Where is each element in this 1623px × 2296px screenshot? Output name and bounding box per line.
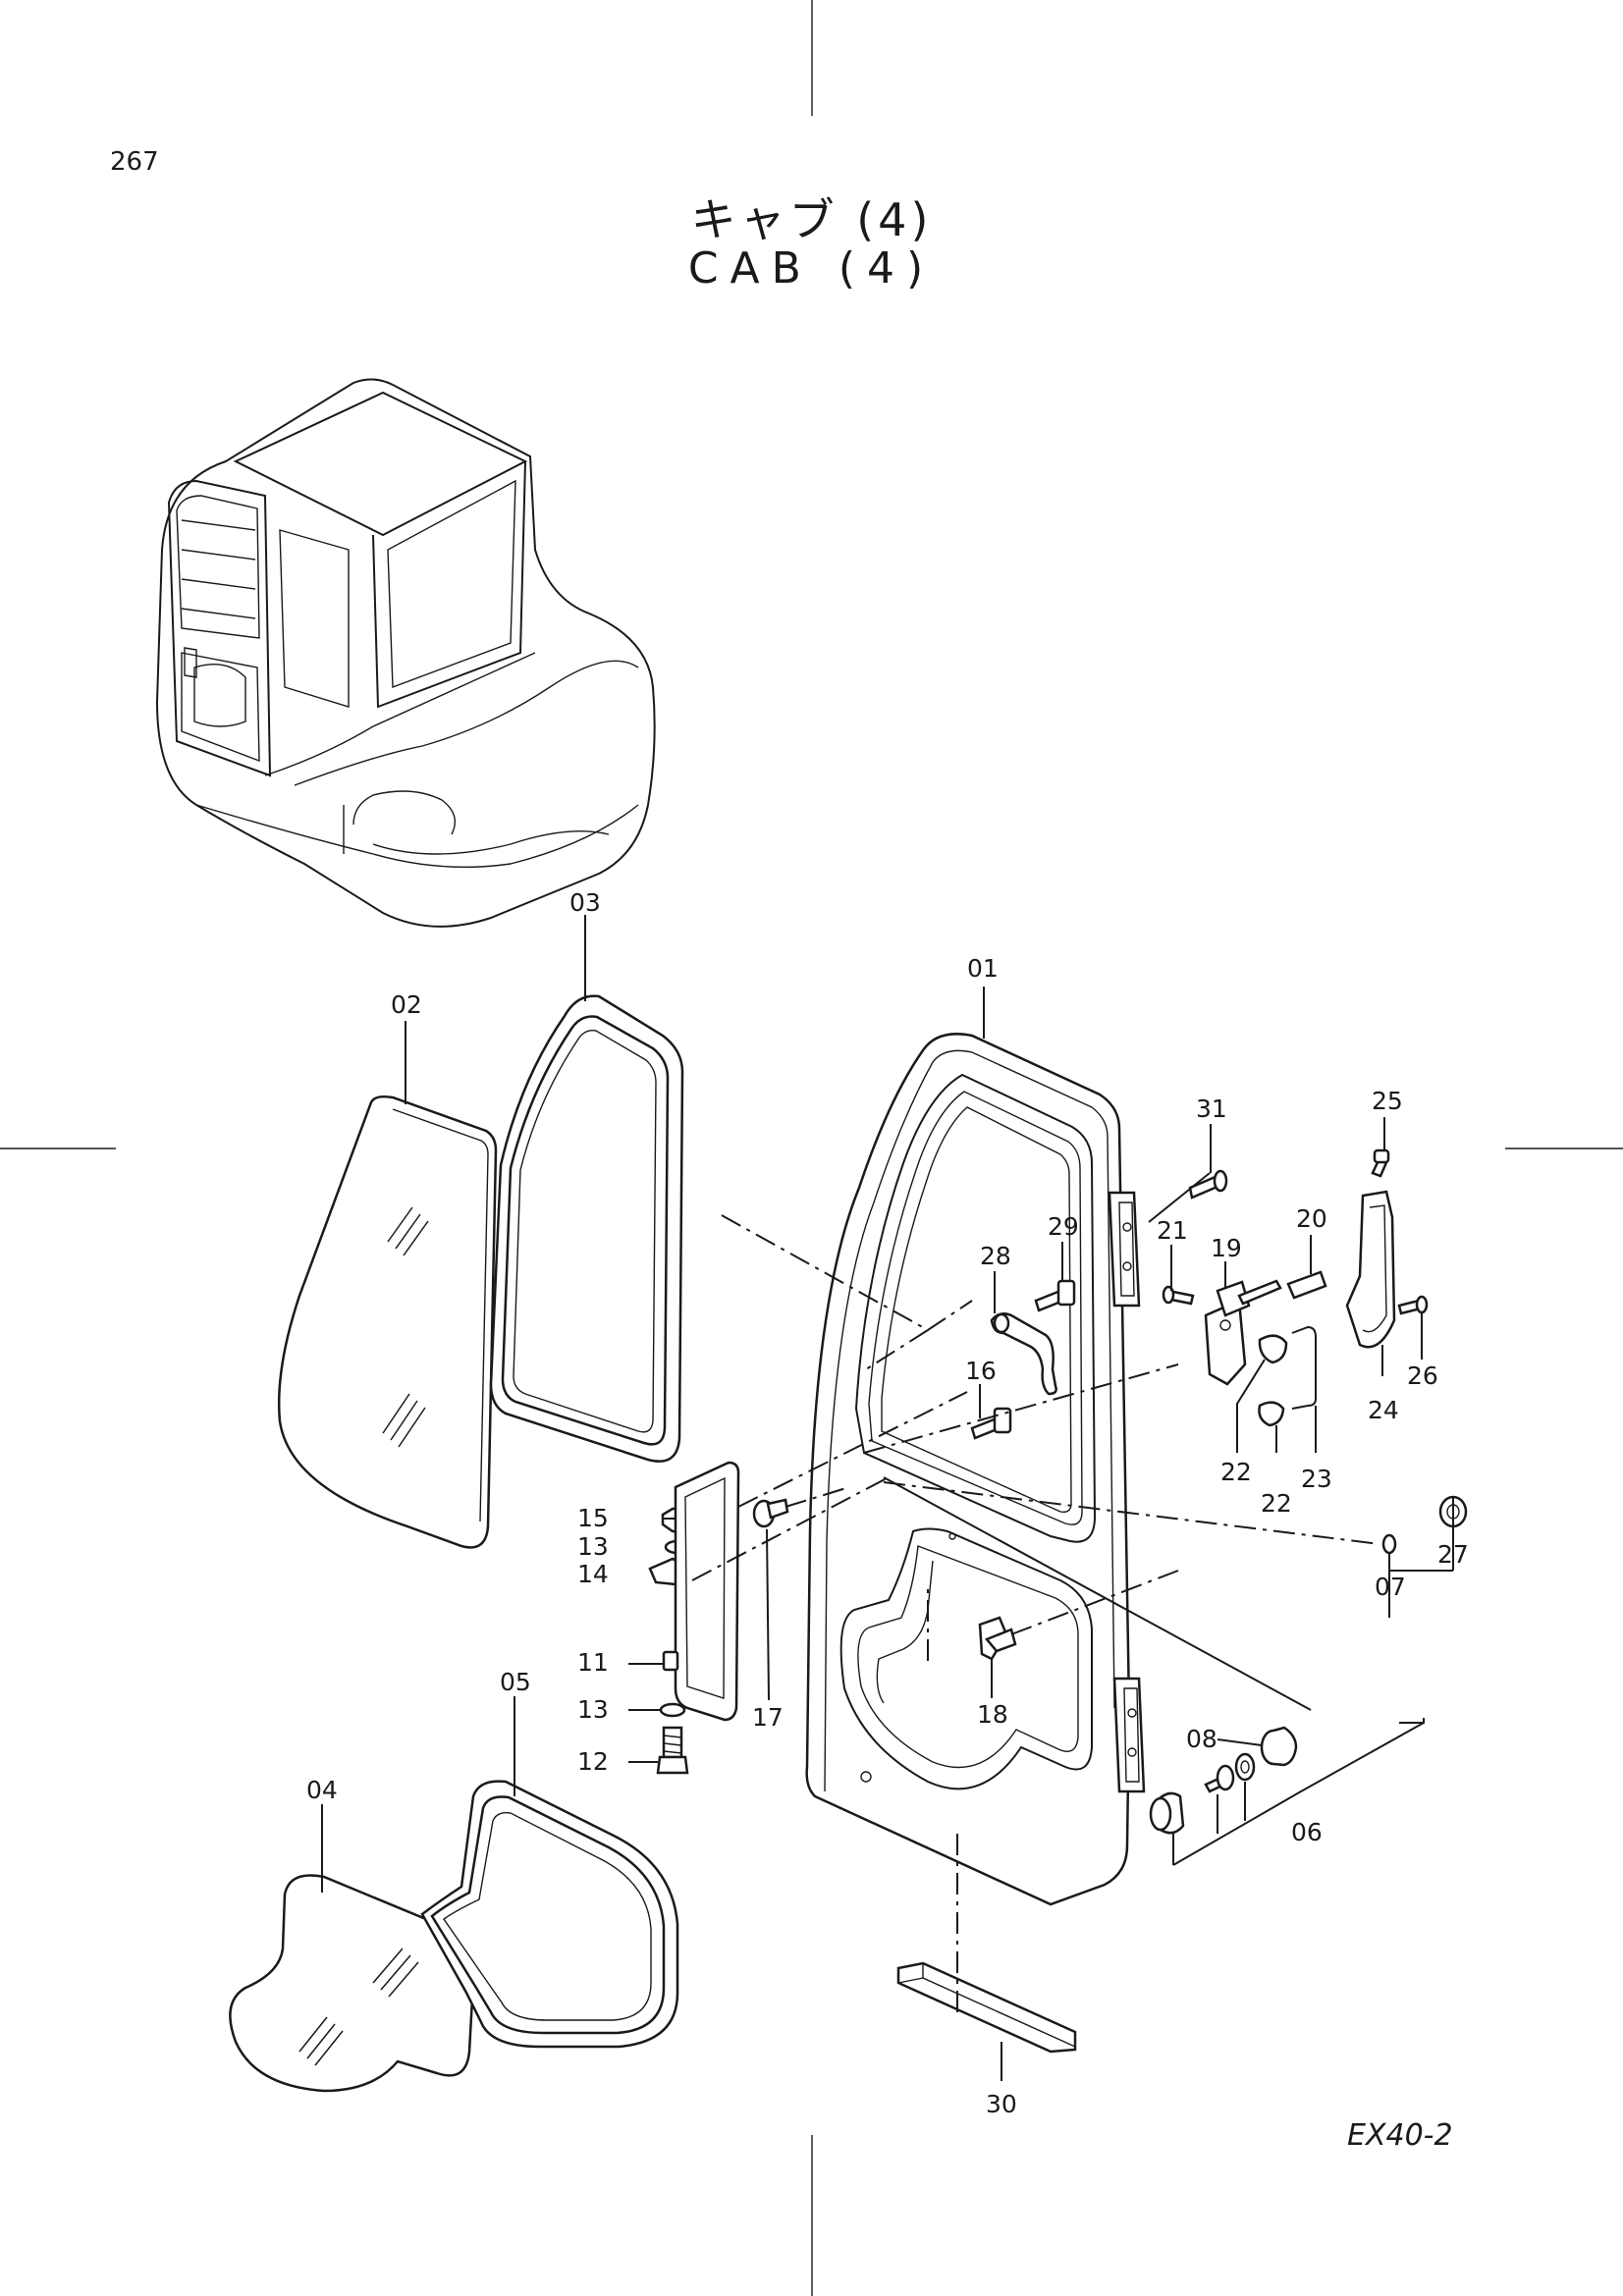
door-frame-part-01	[805, 1033, 1146, 1906]
callout-28: 28	[980, 1242, 1011, 1270]
callout-19: 19	[1211, 1234, 1242, 1262]
callout-27: 27	[1437, 1540, 1469, 1569]
door-small-parts	[648, 1148, 1468, 2054]
callout-29: 29	[1048, 1212, 1079, 1241]
title-japanese: キャブ (4)	[690, 193, 933, 246]
callout-03: 03	[569, 888, 601, 917]
callout-15: 15	[577, 1504, 609, 1532]
callout-23: 23	[1301, 1465, 1332, 1493]
lower-seal-part-05	[420, 1780, 679, 2049]
callout-12: 12	[577, 1747, 609, 1776]
callout-04: 04	[306, 1776, 338, 1804]
assembly-lines	[691, 1214, 1380, 2012]
callout-13-upper: 13	[577, 1532, 609, 1561]
glass-seal-part-03	[489, 994, 684, 1463]
callout-22-right: 22	[1261, 1489, 1292, 1518]
excavator-locator-view	[155, 378, 656, 928]
callout-30: 30	[986, 2090, 1017, 2118]
callout-14: 14	[577, 1560, 609, 1588]
callout-08: 08	[1186, 1725, 1217, 1753]
callout-17: 17	[752, 1703, 784, 1732]
callout-26: 26	[1407, 1362, 1438, 1390]
callout-07: 07	[1375, 1573, 1406, 1601]
callout-24: 24	[1368, 1396, 1399, 1424]
side-glass-part-02	[277, 1095, 498, 1549]
callout-13-lower: 13	[577, 1695, 609, 1724]
callout-25: 25	[1372, 1087, 1403, 1115]
callout-06: 06	[1291, 1818, 1323, 1846]
callout-18: 18	[977, 1700, 1008, 1729]
callout-05: 05	[500, 1668, 531, 1696]
callout-31: 31	[1196, 1095, 1227, 1123]
callout-01: 01	[967, 954, 999, 983]
callout-20: 20	[1296, 1204, 1327, 1233]
page-number: 267	[110, 147, 159, 177]
leader-lines	[321, 915, 1454, 2081]
callout-16: 16	[965, 1357, 997, 1385]
title-english: CAB (4)	[687, 243, 936, 294]
model-code: EX40-2	[1347, 2118, 1453, 2153]
callout-21: 21	[1157, 1216, 1188, 1245]
callout-11: 11	[577, 1648, 609, 1677]
callout-labels: 01 02 03 04 05 06 07 08 11 12 13 13 14 1…	[306, 888, 1469, 2118]
lower-glass-part-04	[229, 1874, 476, 2093]
callout-02: 02	[391, 990, 422, 1019]
callout-22-left: 22	[1220, 1458, 1252, 1486]
